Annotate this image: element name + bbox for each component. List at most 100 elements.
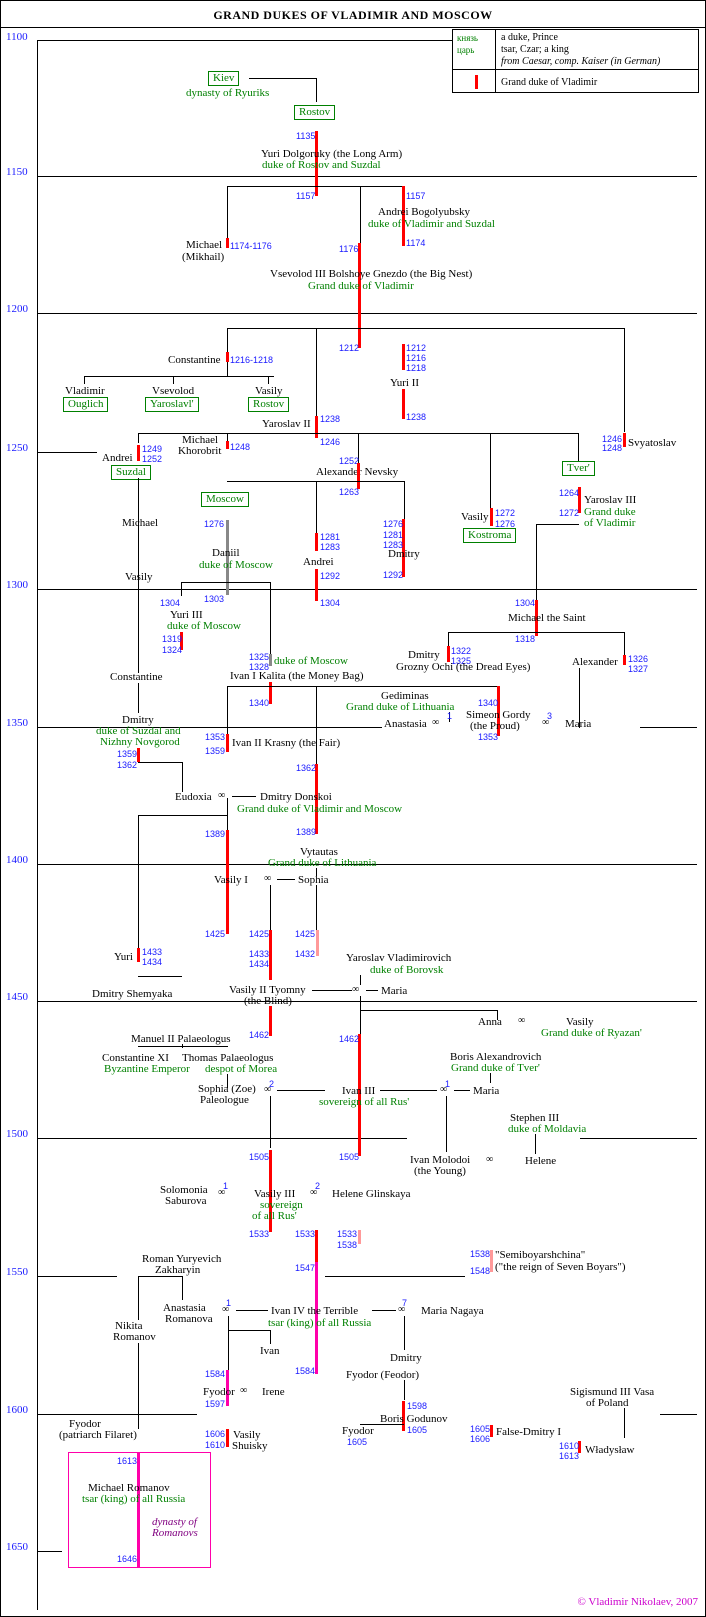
reign-bar: [623, 655, 626, 665]
label-constantine-xi-title: Byzantine Emperor: [104, 1063, 190, 1075]
legend-knyaz: князь: [457, 33, 478, 43]
link: [84, 376, 274, 377]
label-daniil-title: duke of Moscow: [199, 559, 273, 571]
date: 1362: [117, 760, 138, 770]
link: [624, 632, 625, 656]
year-label: 1450: [6, 991, 28, 1003]
date: 1610: [559, 1441, 580, 1451]
link: [227, 686, 499, 687]
reign-bar: [269, 1150, 272, 1232]
date: 1281: [320, 532, 341, 542]
label-wladyslaw: Władysław: [585, 1444, 635, 1456]
reign-bar: [447, 646, 450, 662]
link: [232, 796, 256, 797]
link: [536, 524, 579, 525]
link: [138, 1276, 182, 1277]
label-michael-romanov: Michael Romanov: [88, 1482, 170, 1494]
reign-bar-moscow: [269, 654, 272, 666]
link: [227, 1074, 228, 1088]
label-roman2: Zakharyin: [155, 1264, 201, 1276]
date: 1272: [495, 508, 516, 518]
label-fyodor-f: Fyodor (Feodor): [346, 1369, 420, 1381]
label-vasily-ii: Vasily II Tyomny: [229, 984, 306, 996]
label-anastasia: Anastasia: [384, 718, 427, 730]
marriage-number: 3: [547, 711, 553, 721]
marriage-number: 1: [445, 1079, 451, 1089]
date: 1276: [495, 519, 516, 529]
grid-line: [37, 1414, 197, 1415]
label-vytautas: Vytautas: [300, 846, 338, 858]
grid-line: [660, 1414, 697, 1415]
date: 1548: [470, 1266, 491, 1276]
date: 1283: [383, 540, 404, 550]
date: 1353: [205, 732, 226, 742]
reign-bar: [226, 830, 229, 934]
date: 1605: [407, 1425, 428, 1435]
marriage-ring-icon: ∞: [486, 1154, 494, 1165]
label-vasily-kostroma: Vasily: [461, 511, 489, 523]
label-yaroslav-ii: Yaroslav II: [262, 418, 311, 430]
label-manuel: Manuel II Palaeologus: [131, 1033, 231, 1045]
reign-bar: [315, 1230, 318, 1262]
label-vasily-i: Vasily I: [214, 874, 248, 886]
label-mikhail: (Mikhail): [182, 251, 225, 263]
date: 1248: [230, 442, 251, 452]
label-eudoxia: Eudoxia: [175, 791, 212, 803]
label-ivan-molodoi: Ivan Molodoi: [410, 1154, 471, 1166]
label-constantine: Constantine: [168, 354, 221, 366]
year-label: 1300: [6, 579, 28, 591]
label-khorobrit: Khorobrit: [178, 445, 222, 457]
reign-bar: [358, 243, 361, 348]
label-boris-godunov: Boris Godunov: [380, 1413, 448, 1425]
date: 1174-1176: [230, 241, 272, 251]
label-ivan-i-title: duke of Moscow: [274, 655, 348, 667]
tsar-bar: [137, 1452, 140, 1568]
date: 1389: [205, 829, 226, 839]
label-yaroslav-iii: Yaroslav III: [584, 494, 637, 506]
link: [277, 1090, 325, 1091]
year-label: 1650: [6, 1541, 28, 1553]
grid-line: [37, 176, 697, 177]
date: 1434: [249, 959, 270, 969]
label-andrei-bogolyubsky: Andrei Bogolyubsky: [378, 206, 470, 218]
legend-divider: [495, 30, 496, 92]
reign-bar: [490, 508, 493, 526]
label-dmitry-s: Dmitry: [122, 714, 154, 726]
reign-bar: [490, 1425, 493, 1437]
label-ivan-iii: Ivan III: [342, 1085, 376, 1097]
label-andrei2: Andrei: [303, 556, 334, 568]
marriage-number: 1: [447, 711, 453, 721]
title-divider: [0, 27, 706, 28]
label-simeon: Simeon Gordy: [466, 709, 531, 721]
label-ivan-s: Ivan: [260, 1345, 280, 1357]
link: [380, 1090, 437, 1091]
label-ivan-iv-title: tsar (king) of all Russia: [268, 1317, 372, 1329]
link: [316, 328, 317, 418]
reign-bar: [315, 131, 318, 196]
grid-line: [37, 1138, 407, 1139]
label-dmitry-uglich: Dmitry: [390, 1352, 422, 1364]
link: [270, 1330, 271, 1344]
link: [497, 1010, 498, 1020]
reign-bar: [402, 344, 405, 370]
link: [454, 1090, 470, 1091]
reign-bar: [402, 1401, 405, 1431]
date: 1547: [295, 1263, 316, 1273]
date: 1252: [142, 454, 163, 464]
reign-bar: [226, 238, 229, 248]
regency-bar: [358, 1230, 361, 1244]
marriage-ring-icon: ∞: [240, 1385, 248, 1396]
label-vasily-iii: Vasily III: [254, 1188, 296, 1200]
label-vasily-ryazan-title: Grand duke of Ryazan': [541, 1027, 642, 1039]
link: [270, 582, 271, 654]
label-donskoi: Dmitry Donskoi: [260, 791, 332, 803]
legend-reign-bar: [475, 75, 478, 89]
date: 1304: [160, 598, 181, 608]
year-axis: [37, 40, 38, 1610]
year-label: 1600: [6, 1404, 28, 1416]
marriage-ring-icon: ∞: [218, 1187, 226, 1198]
link: [372, 1310, 396, 1311]
date: 1216-1218: [230, 355, 274, 365]
label-solomonia: Solomonia: [160, 1184, 208, 1196]
label-nikita: Nikita: [115, 1320, 143, 1332]
